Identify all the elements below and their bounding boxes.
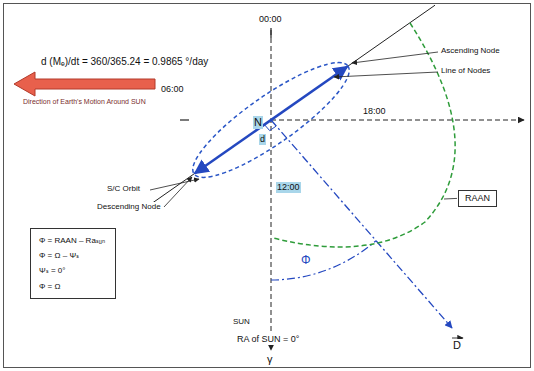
- equation-line: Ψₛ = 0°: [39, 263, 105, 278]
- angle-name: RAAN: [465, 193, 490, 204]
- d-vector: [271, 120, 452, 328]
- callout-label: Line of Nodes: [440, 66, 491, 76]
- hour-label: 06:00: [160, 84, 185, 95]
- sun-ra-label: RA of SUN = 0°: [236, 334, 300, 345]
- distance-label: d: [259, 134, 266, 145]
- leader-line: [150, 179, 199, 190]
- frame: [4, 4, 531, 368]
- node-axis: [140, 5, 435, 212]
- equation-line: Φ = Ω: [39, 279, 105, 294]
- motion-arrow: [14, 72, 155, 96]
- pole-label: N: [253, 116, 263, 129]
- hour-label: 12:00: [276, 182, 301, 193]
- equation-line: Φ = Ω – Ψₛ: [39, 248, 105, 263]
- equation-box: Φ = RAAN – RaₛᵤₙΦ = Ω – ΨₛΨₛ = 0°Φ = Ω: [30, 228, 116, 299]
- hour-tick: [180, 119, 189, 120]
- equation-line: Φ = RAAN – Raₛᵤₙ: [39, 233, 105, 248]
- leader-line: [164, 177, 192, 207]
- raan-arc: [273, 23, 455, 247]
- vector-label: D: [452, 339, 462, 352]
- right-angle-mark: [264, 125, 276, 131]
- earth-circle-outline: [189, 38, 353, 202]
- hour-tick: [270, 28, 271, 38]
- equinox-symbol: γ: [266, 353, 274, 366]
- leader-line: [444, 198, 457, 200]
- earth-circle: [190, 39, 352, 201]
- callout-label: Descending Node: [96, 202, 162, 212]
- hour-label: 18:00: [362, 106, 387, 117]
- leader-line: [352, 52, 438, 63]
- dusk-line: [271, 120, 524, 121]
- rate-formula: d (Mₑ)/dt = 360/365.24 = 0.9865 °/day: [40, 56, 209, 68]
- raan-box: RAAN: [458, 190, 497, 207]
- hour-label: 00:00: [258, 14, 283, 25]
- motion-note: Direction of Earth's Motion Around SUN: [22, 98, 147, 106]
- leader-line: [334, 72, 438, 77]
- sun-direction-line: [271, 30, 272, 350]
- sun-circle-outline: [262, 313, 282, 333]
- sun-circle: SUN: [262, 313, 282, 333]
- earth-circle: Nd 12:00: [189, 38, 353, 202]
- angle-label: Φ: [300, 253, 312, 267]
- callout-label: S/C Orbit: [106, 184, 141, 194]
- sun-label: SUN: [232, 317, 251, 327]
- callout-label: Ascending Node: [440, 46, 501, 56]
- sun-circle: [263, 314, 281, 332]
